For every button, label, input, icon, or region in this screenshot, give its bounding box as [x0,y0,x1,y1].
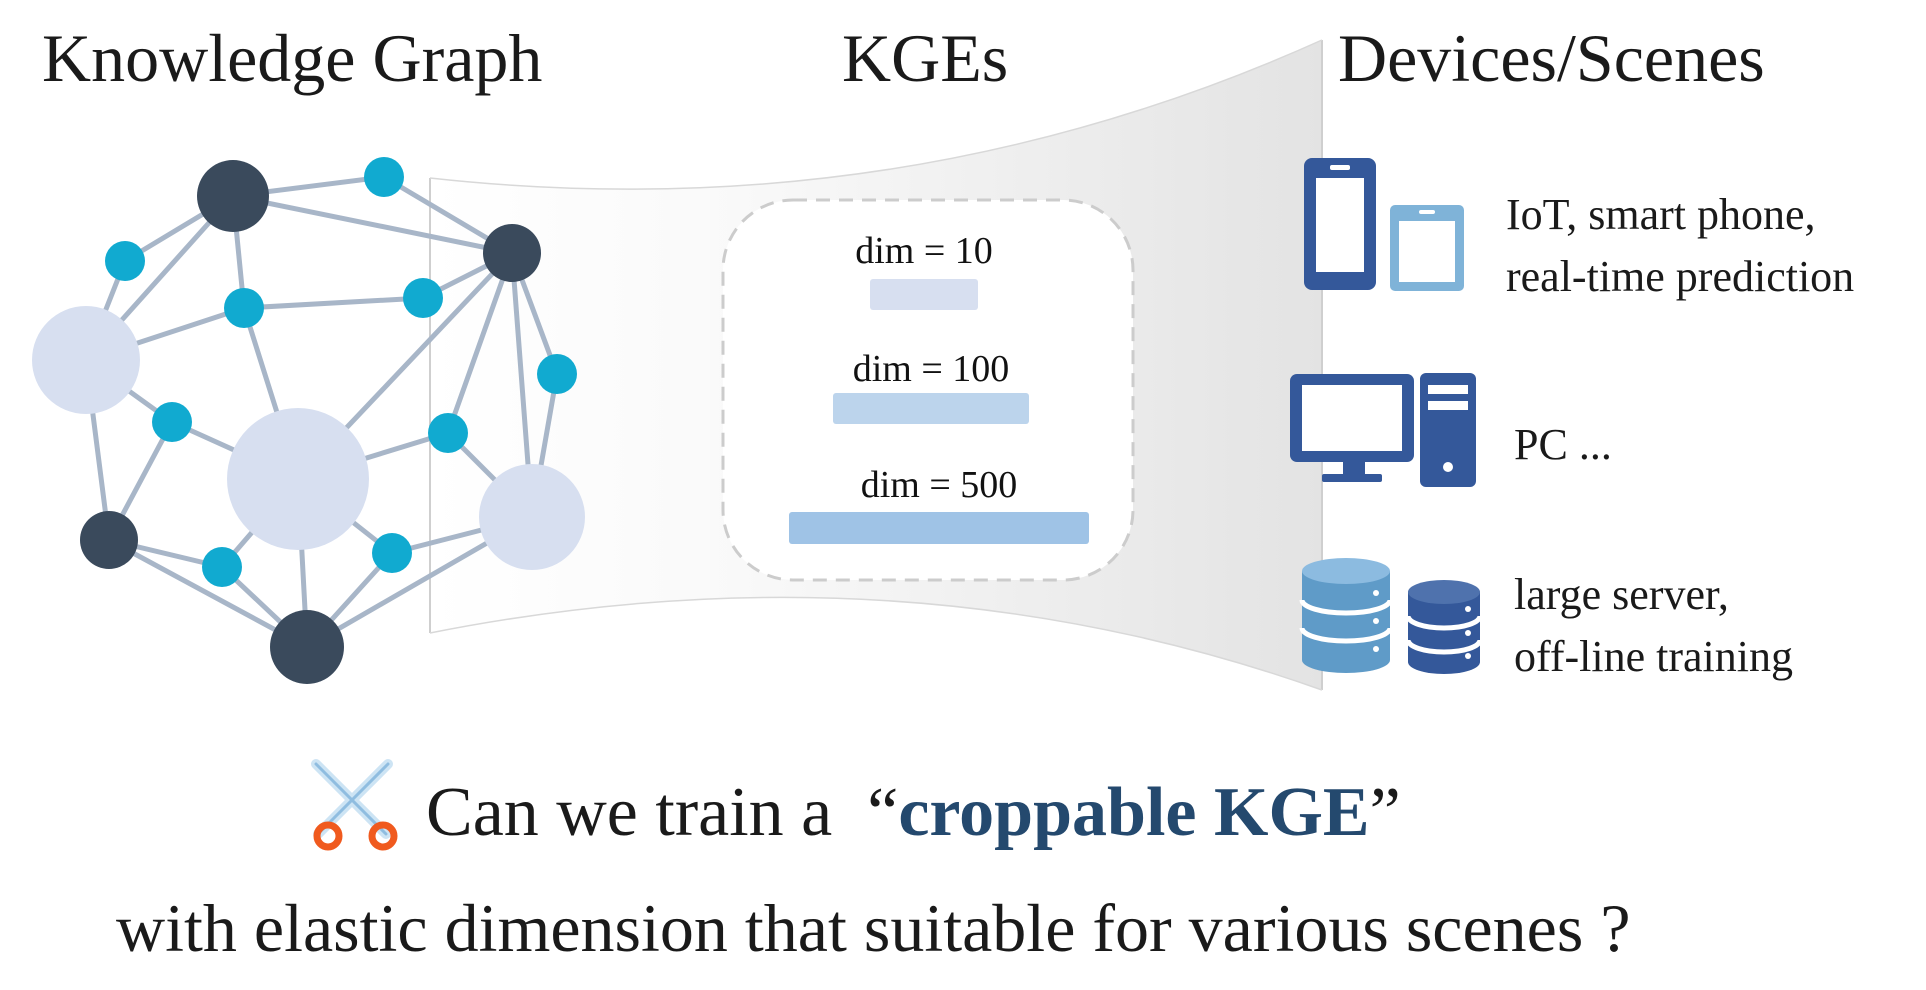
dim-100-label: dim = 100 [852,348,1010,390]
node-light-large [227,408,369,550]
node-dark-bottom [270,610,344,684]
database-server-icon [1299,558,1483,674]
node-dark-left [80,511,138,569]
node-cyan [105,241,145,281]
node-cyan [537,354,577,394]
node-cyan [202,547,242,587]
node-cyan [372,533,412,573]
scene-pc-text: PC ... [1514,414,1612,476]
embedding-bar-dim-500 [789,512,1089,544]
scene-pc-line1: PC ... [1514,420,1612,469]
scene-server-line1: large server, [1514,570,1729,619]
node-light-left [32,306,140,414]
scene-server-text: large server, off-line training [1514,564,1793,687]
question-prefix: Can we train a [426,774,833,851]
open-quote: “ [867,774,899,851]
node-light-right [479,464,585,570]
knowledge-graph-title: Knowledge Graph [42,20,543,96]
graph-nodes [32,157,585,684]
node-cyan [403,278,443,318]
close-quote: ” [1369,774,1401,851]
node-cyan [364,157,404,197]
dim-10-label: dim = 10 [855,230,993,272]
devices-scenes-title: Devices/Scenes [1338,20,1765,96]
node-cyan [152,402,192,442]
embedding-bar-dim-10 [870,279,978,310]
question-line-1: Can we train a “croppable KGE” [426,778,1401,848]
embedding-bar-dim-100 [833,393,1029,424]
question-line-2: with elastic dimension that suitable for… [116,890,1631,966]
node-cyan [224,288,264,328]
node-cyan [428,413,468,453]
scene-server-line2: off-line training [1514,631,1793,681]
embedding-box [721,198,1135,582]
scene-mobile-line1: IoT, smart phone, [1506,190,1816,239]
phone-tablet-icon [1304,158,1464,291]
scene-mobile-line2: real-time prediction [1506,251,1855,301]
kges-title: KGEs [842,20,1009,96]
desktop-pc-icon [1290,373,1476,487]
croppable-kge-highlight: croppable KGE [898,774,1370,851]
scissors-icon [311,759,398,851]
scene-mobile-text: IoT, smart phone, real-time prediction [1506,184,1854,307]
node-dark-top [197,160,269,232]
node-dark-right [483,224,541,282]
dim-500-label: dim = 500 [860,464,1018,506]
